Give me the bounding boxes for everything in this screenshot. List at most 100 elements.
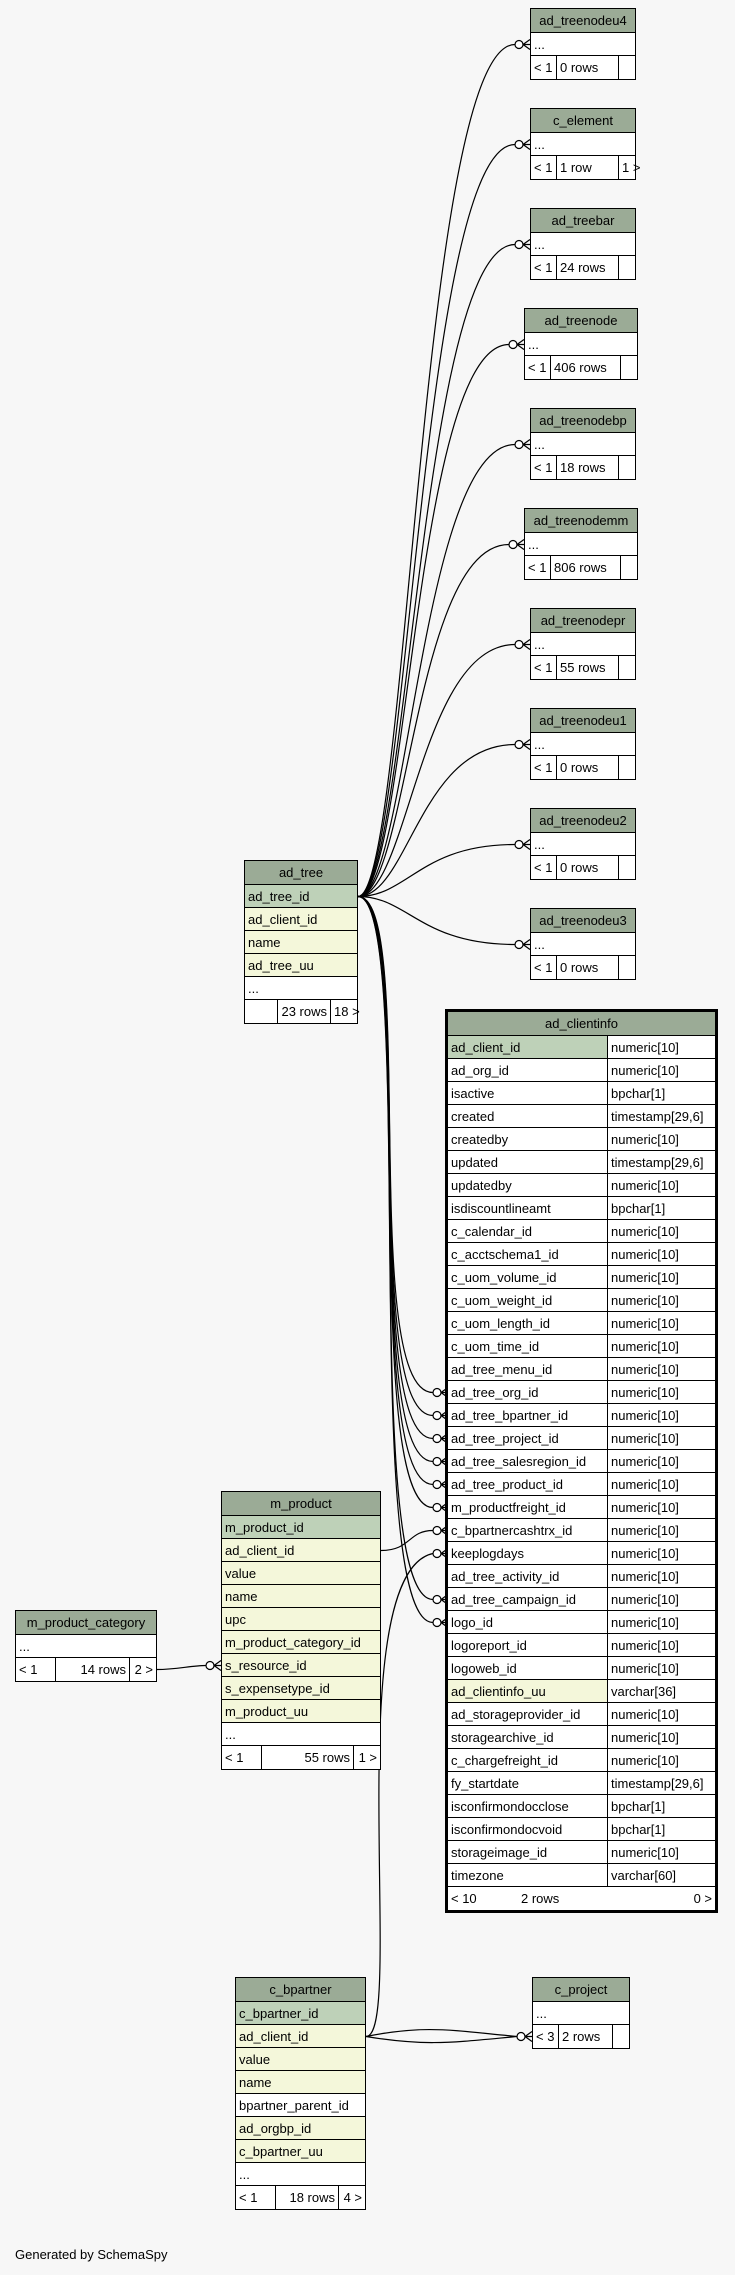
- column-ellipsis: ...: [531, 833, 635, 855]
- parents-count: < 10: [451, 1891, 477, 1906]
- children-count: [619, 456, 635, 479]
- column-updatedby: updatedby: [448, 1174, 607, 1196]
- column-timezone: timezone: [448, 1864, 607, 1886]
- row-count: 24 rows: [557, 256, 619, 279]
- table-row: ...: [531, 733, 635, 756]
- column-ellipsis: ...: [236, 2163, 365, 2185]
- column-c-uom-time-id: c_uom_time_id: [448, 1335, 607, 1357]
- parents-count: [245, 1000, 279, 1023]
- children-count: 18 >: [334, 1004, 360, 1019]
- column-storageimage-id: storageimage_id: [448, 1841, 607, 1863]
- column-type: numeric[10]: [607, 1611, 715, 1633]
- table-header: ad_clientinfo: [448, 1012, 715, 1036]
- column-type: numeric[10]: [607, 1243, 715, 1265]
- edge-ad-tree-ad-treebar: [357, 243, 516, 898]
- column-row: ...: [222, 1723, 380, 1746]
- table-header: c_bpartner: [236, 1978, 365, 2002]
- edge-ad-tree-ad-treenodeu2: [357, 843, 516, 898]
- edge-end-ad-treebar: [514, 239, 531, 250]
- column-ad-tree-product-id: ad_tree_product_id: [448, 1473, 607, 1495]
- children-count: [619, 656, 635, 679]
- column-row: name: [245, 931, 357, 954]
- table-header: ad_treenodeu2: [531, 809, 635, 833]
- table-header: m_product: [222, 1492, 380, 1516]
- column-type: bpchar[1]: [607, 1818, 715, 1840]
- column-ellipsis: ...: [531, 933, 635, 955]
- column-type: numeric[10]: [607, 1128, 715, 1150]
- column-type: numeric[10]: [607, 1220, 715, 1242]
- children-count: 4 >: [343, 2190, 362, 2205]
- column-isactive: isactive: [448, 1082, 607, 1104]
- row-count: 0 rows: [557, 856, 619, 879]
- table-header: ad_treenodebp: [531, 409, 635, 433]
- column-row: upc: [222, 1608, 380, 1631]
- edge-end-ad-treenodeu2: [514, 839, 531, 850]
- column-row: name: [222, 1585, 380, 1608]
- column-row: ad_tree_id: [245, 885, 357, 908]
- row-count: 406 rows: [551, 356, 621, 379]
- children-count: [619, 856, 635, 879]
- row-count: 14 rows: [56, 1658, 130, 1681]
- column-type: numeric[10]: [607, 1289, 715, 1311]
- column-type: numeric[10]: [607, 1519, 715, 1541]
- table-header: ad_treenodemm: [525, 509, 637, 533]
- edge-c-bpartner-c-project-2: [365, 2035, 518, 2044]
- generated-by-label: Generated by SchemaSpy: [15, 2247, 168, 2262]
- column-isconfirmondocclose: isconfirmondocclose: [448, 1795, 607, 1817]
- children-count: [619, 256, 635, 279]
- column-type: numeric[10]: [607, 1473, 715, 1495]
- children-count: [619, 956, 635, 979]
- column-row: bpartner_parent_id: [236, 2094, 365, 2117]
- column-type: numeric[10]: [607, 1588, 715, 1610]
- column-s-resource-id: s_resource_id: [222, 1654, 380, 1676]
- row-count: 0 rows: [557, 756, 619, 779]
- column-updated: updated: [448, 1151, 607, 1173]
- column-bpartner-parent-id: bpartner_parent_id: [236, 2094, 365, 2116]
- column-type: bpchar[1]: [607, 1197, 715, 1219]
- column-ad-org-id: ad_org_id: [448, 1059, 607, 1081]
- column-ad-storageprovider-id: ad_storageprovider_id: [448, 1703, 607, 1725]
- parents-count: < 1: [236, 2186, 276, 2209]
- column-type: numeric[10]: [607, 1427, 715, 1449]
- column-ellipsis: ...: [531, 133, 635, 155]
- column-row: ad_tree_uu: [245, 954, 357, 977]
- column-type: numeric[10]: [607, 1358, 715, 1380]
- edge-end-ad-tree-activity-id: [432, 1594, 449, 1605]
- column-type: numeric[10]: [607, 1450, 715, 1472]
- table-row: ...: [525, 533, 637, 556]
- column-type: numeric[10]: [607, 1174, 715, 1196]
- table-row: ...: [525, 333, 637, 356]
- column-row: m_product_uu: [222, 1700, 380, 1723]
- parents-count: < 1: [531, 656, 557, 679]
- column-ellipsis: ...: [222, 1723, 380, 1745]
